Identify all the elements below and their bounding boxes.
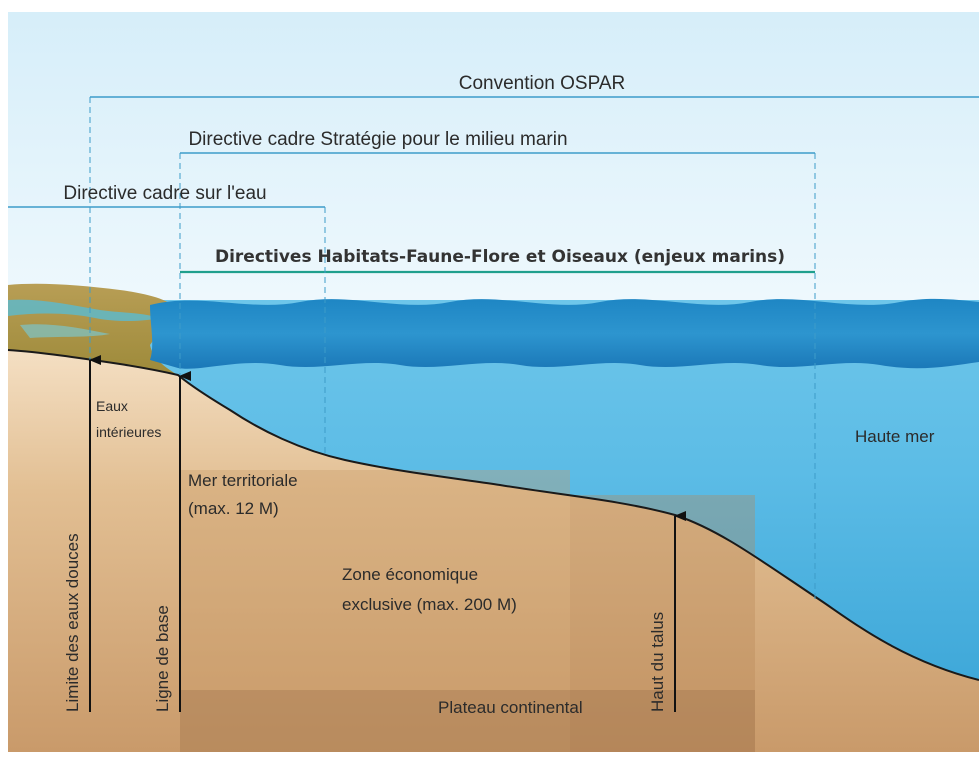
dcsmm-label: Directive cadre Stratégie pour le milieu… (188, 129, 567, 150)
estuary-channel-2 (20, 324, 110, 338)
continental-shelf-label: Plateau continental (438, 698, 583, 717)
habitats-label: Directives Habitats-Faune-Flore et Oisea… (215, 247, 785, 267)
inland-waters-label-2: intérieures (96, 424, 161, 440)
dce-label: Directive cadre sur l'eau (63, 183, 266, 204)
territorial-sea-label-1: Mer territoriale (188, 471, 298, 490)
continental-land (8, 350, 979, 752)
eez-label-1: Zone économique (342, 565, 478, 584)
sea-surface-band (150, 298, 979, 369)
freshwater-limit-label: Limite des eaux douces (63, 533, 82, 712)
sky (8, 12, 979, 300)
slope-top-label: Haut du talus (648, 612, 667, 712)
inland-waters-label-1: Eaux (96, 398, 128, 414)
shelf-band (180, 470, 570, 752)
eez-label-2: exclusive (max. 200 M) (342, 595, 517, 614)
baseline-label: Ligne de base (153, 605, 172, 712)
ospar-label: Convention OSPAR (459, 73, 626, 94)
high-seas-label: Haute mer (855, 427, 935, 446)
shelf-base-band (180, 690, 755, 752)
seafloor-profile (7, 349, 979, 681)
estuary-channel (8, 299, 160, 321)
sea-water (150, 300, 979, 680)
territorial-sea-label-2: (max. 12 M) (188, 499, 279, 518)
